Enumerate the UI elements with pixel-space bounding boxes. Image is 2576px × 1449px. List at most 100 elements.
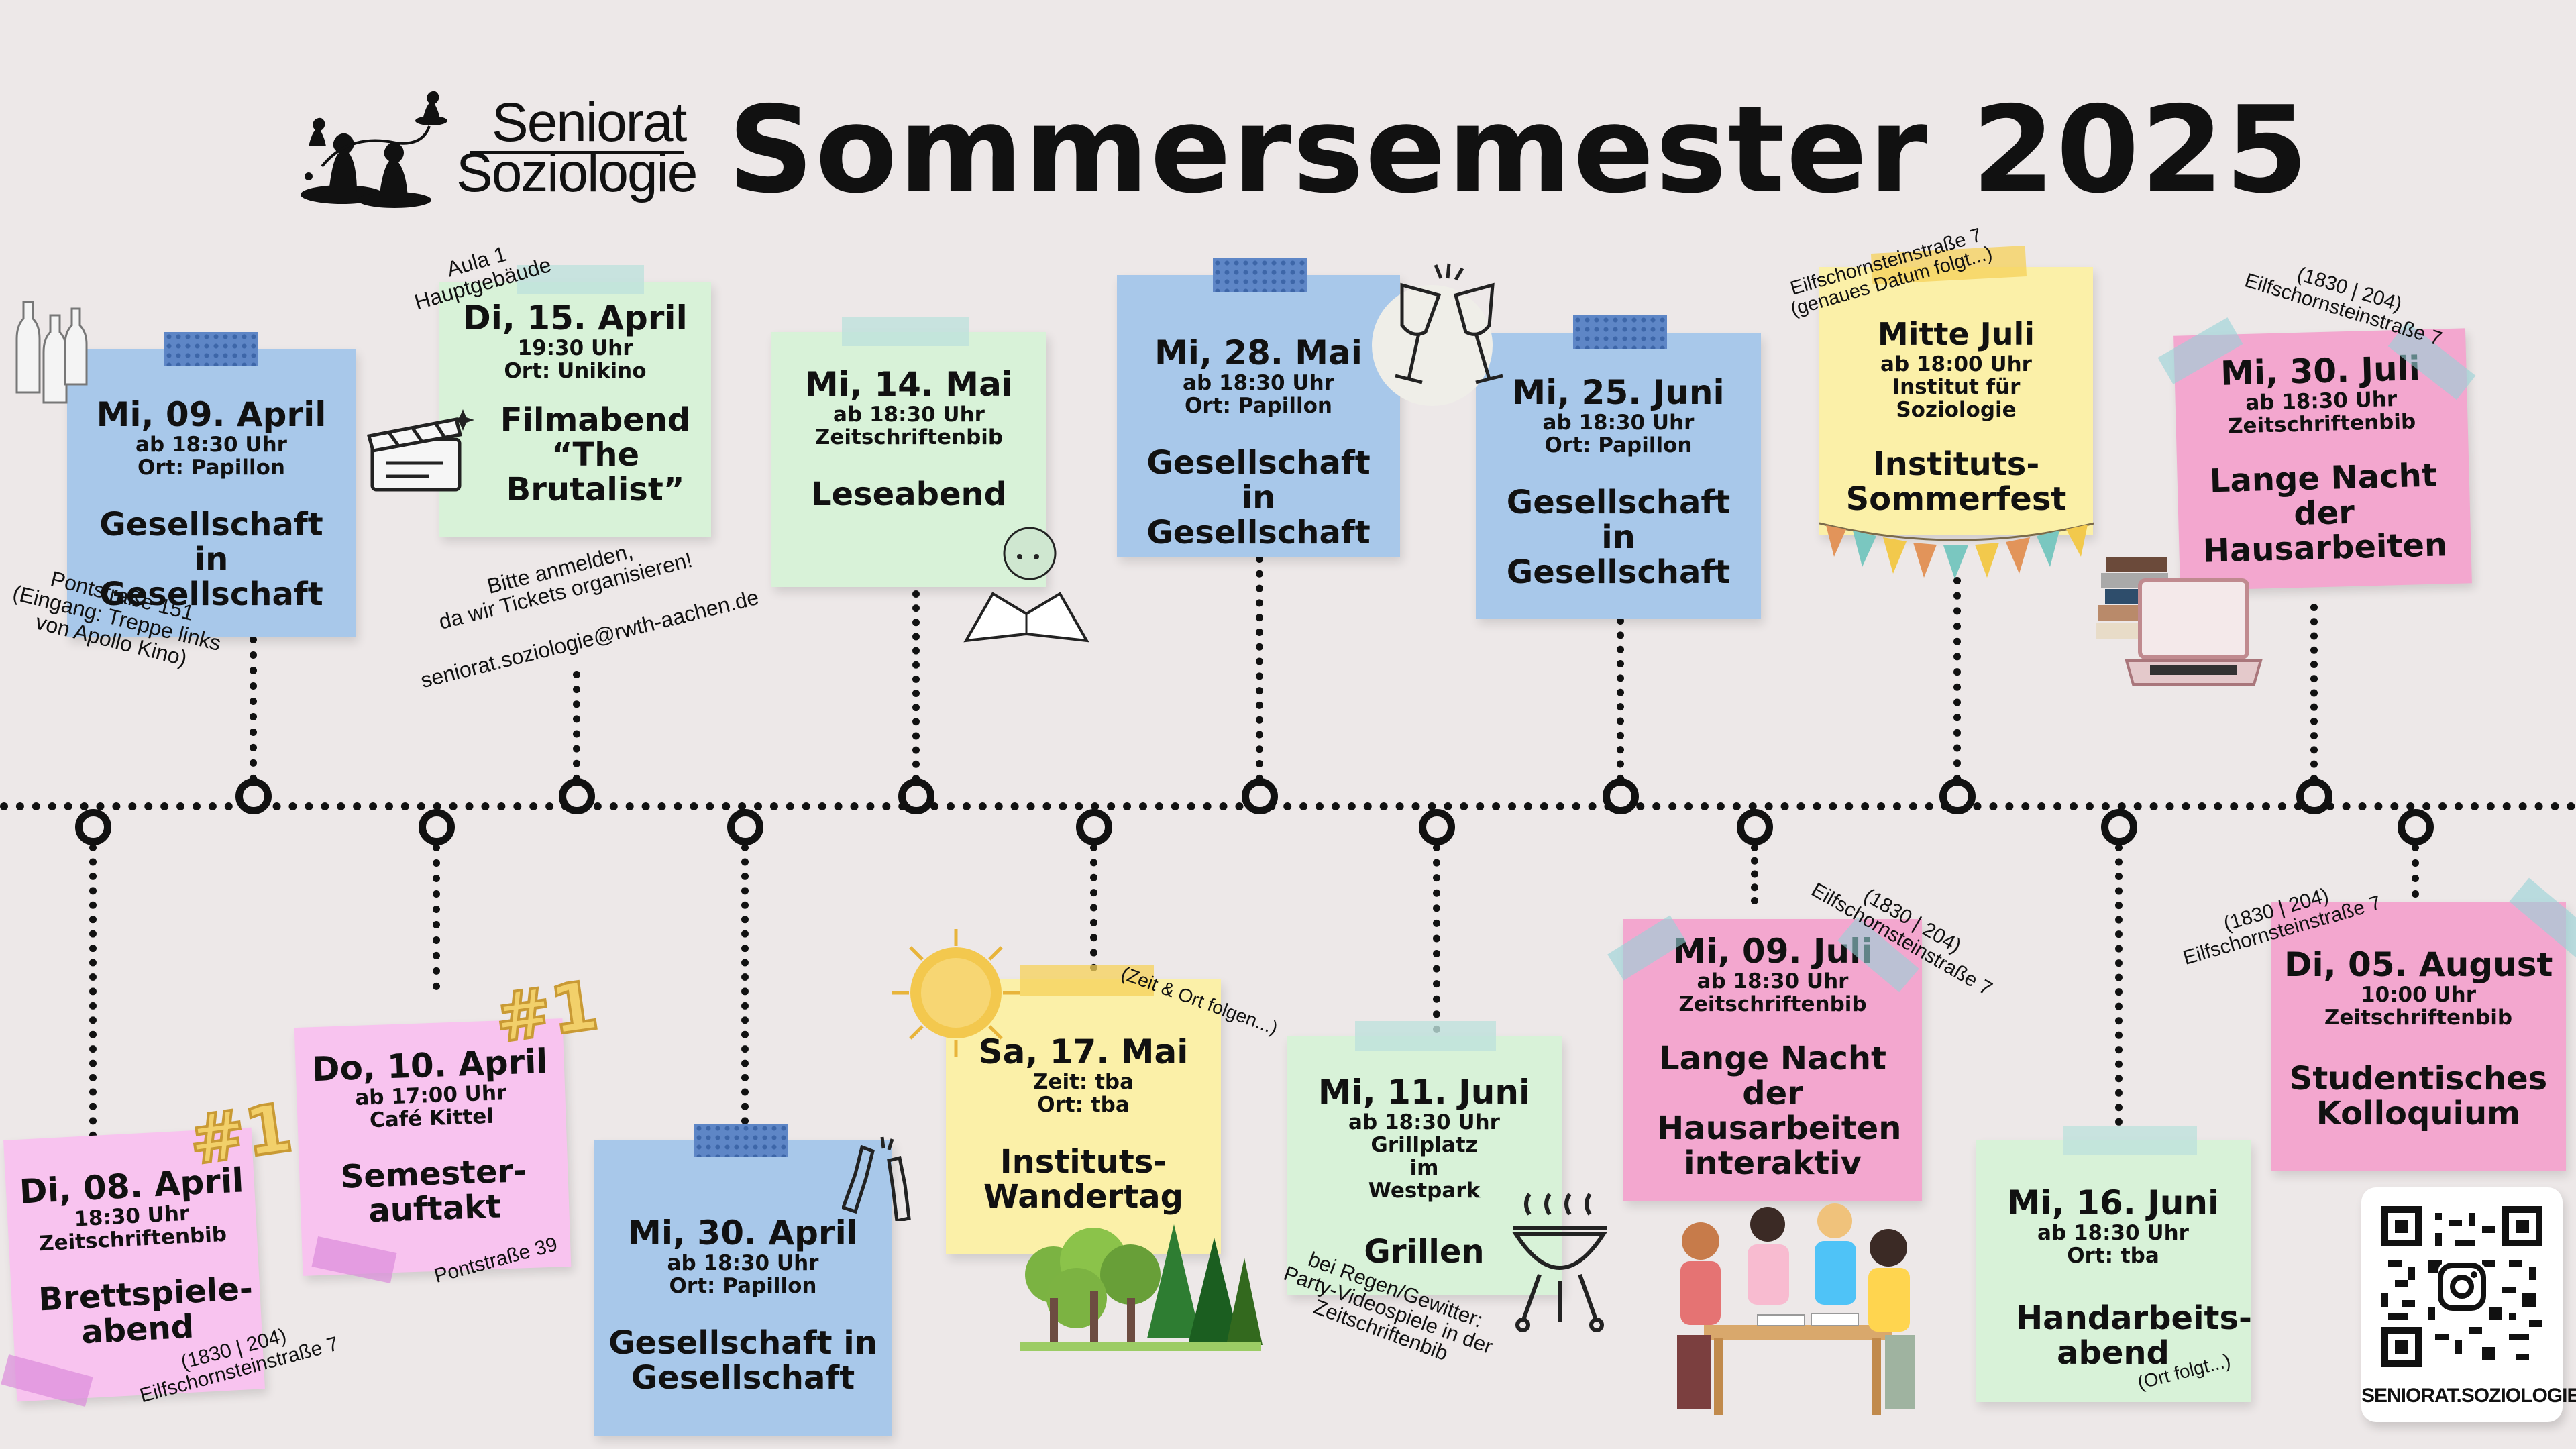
timeline-node [1242,778,1278,814]
qr-code[interactable]: SENIORAT.SOZIOLOGIE [2361,1187,2576,1422]
event-place: Ort: tba [2067,1244,2159,1268]
connector [1256,555,1263,782]
event-card-mitte-juli: Mitte Juli ab 18:00 Uhr Institut für Soz… [1819,267,2093,535]
event-place: Institut für Soziologie [1892,375,2021,422]
event-time: ab 18:30 Uhr [1183,371,1334,395]
event-date: Mi, 25. Juni [1512,373,1725,412]
champagne-glasses-icon [1372,263,1503,406]
forest-icon [1020,1224,1263,1351]
tape [1573,315,1667,349]
tape [694,1124,788,1157]
timeline-node [898,778,934,814]
event-time: ab 18:30 Uhr [833,402,985,427]
event-name: Instituts-Wandertag [983,1143,1184,1216]
timeline-node [1737,809,1773,845]
timeline-node [1076,809,1112,845]
event-card-09-juli: Mi, 09. Juli ab 18:30 Uhr Zeitschriftenb… [1623,919,1922,1201]
event-place: Ort: Papillon [669,1274,817,1298]
event-time: ab 18:00 Uhr [1880,352,2032,376]
reading-person-icon [963,527,1089,643]
event-date: Mi, 11. Juni [1318,1073,1531,1112]
bunting-decoration [1819,522,2094,579]
logo-divider [470,151,684,154]
event-time: 10:00 Uhr [2361,983,2476,1007]
timeline-node [235,778,272,814]
event-name: Gesellschaft in Gesellschaft [1506,484,1731,591]
toast-bottles-icon [842,1136,911,1221]
event-time: ab 18:30 Uhr [1542,411,1695,435]
connector [2412,844,2419,898]
event-time: ab 18:30 Uhr [1697,969,1849,994]
timeline-line [0,802,2576,810]
event-place: Ort: Papillon [138,455,285,480]
logo-text-seniorat: Seniorat [492,92,687,153]
timeline-node [1419,809,1455,845]
connector [1953,577,1961,782]
connector [1090,844,1097,971]
connector [741,844,749,1139]
event-name: Lange Nacht der Hausarbeiten interaktiv [1657,1040,1902,1182]
event-time: ab 18:30 Uhr [1348,1110,1500,1134]
connector [433,844,440,990]
event-place: Ort: Papillon [1544,433,1693,458]
tape [1020,965,1154,996]
logo-mark [301,91,447,208]
event-name: Filmabend “The Brutalist” [500,401,691,508]
hashtag-badge: #1 [183,1087,299,1181]
event-card-28-mai: Mi, 28. Mai ab 18:30 Uhr Ort: Papillon G… [1117,275,1400,557]
event-date: Mi, 16. Juni [2006,1183,2220,1222]
event-date: Mi, 14. Mai [805,365,1013,404]
qr-label: SENIORAT.SOZIOLOGIE [2361,1385,2576,1407]
bottles-icon [15,301,88,404]
timeline-node [2101,809,2137,845]
connector [2310,604,2318,782]
connector [89,844,97,1139]
event-place: Ort: tba [1037,1093,1130,1117]
event-card-30-april: Mi, 30. April ab 18:30 Uhr Ort: Papillon… [594,1140,892,1436]
event-card-11-juni: Mi, 11. Juni ab 18:30 Uhr Grillplatz im … [1287,1036,1562,1295]
tape [842,317,969,346]
logo-text-soziologie: Soziologie [456,142,698,203]
event-card-14-mai: Mi, 14. Mai ab 18:30 Uhr Zeitschriftenbi… [771,332,1046,587]
event-date: Mi, 09. April [96,395,327,434]
timeline-node [559,778,595,814]
event-name: Leseabend [810,476,1008,513]
event-card-15-april: Di, 15. April 19:30 Uhr Ort: Unikino Fil… [439,282,711,537]
timeline-node [727,809,763,845]
event-name: Gesellschaft in Gesellschaft [608,1324,877,1397]
connector [912,590,920,782]
event-card-09-april: Mi, 09. April ab 18:30 Uhr Ort: Papillon… [67,349,356,637]
connector [250,636,257,782]
event-card-25-juni: Mi, 25. Juni ab 18:30 Uhr Ort: Papillon … [1476,333,1761,619]
event-time: ab 18:30 Uhr [2037,1221,2189,1245]
event-time: 19:30 Uhr [517,336,633,360]
event-name: Studentisches Kolloquium [2289,1060,2548,1132]
event-name: Brettspiele-abend [38,1269,254,1352]
event-place: Zeitschriftenbib [1678,992,1867,1016]
clapperboard-icon [366,409,474,492]
timeline-node [2398,809,2434,845]
event-name: Semester-auftakt [339,1152,527,1230]
event-time: ab 18:30 Uhr [136,433,287,457]
instagram-icon [2438,1263,2486,1311]
qr-pattern [2381,1206,2542,1367]
event-card-05-august: Di, 05. August 10:00 Uhr Zeitschriftenbi… [2271,902,2566,1171]
group-study-illustration [1677,1203,1915,1415]
event-place: Zeitschriftenbib [2324,1006,2513,1030]
event-date: Sa, 17. Mai [978,1032,1189,1071]
event-name: Handarbeits-abend [2016,1299,2252,1372]
tape [2063,1126,2197,1155]
tape [517,265,644,294]
connector [2115,844,2123,1126]
event-time: ab 18:30 Uhr [667,1251,819,1275]
tape [1355,1021,1496,1051]
event-date: Di, 15. April [463,299,688,337]
event-card-17-mai: Sa, 17. Mai Zeit: tba Ort: tba Instituts… [946,979,1221,1254]
tape [1213,258,1307,292]
event-place: Grillplatz im Westpark [1368,1133,1481,1203]
timeline-node [1939,778,1976,814]
grill-icon [1512,1193,1607,1332]
event-name: Gesellschaft in Gesellschaft [1146,444,1371,551]
event-date: Mitte Juli [1877,316,2035,352]
event-card-10-april: Do, 10. April ab 17:00 Uhr Café Kittel S… [294,1018,572,1276]
